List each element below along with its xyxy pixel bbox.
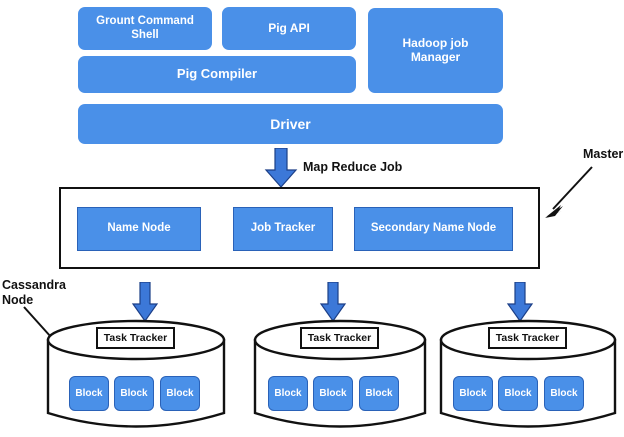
task-tracker-box-3: Task Tracker (488, 327, 567, 349)
ground-command-shell-label: Grount Command Shell (96, 15, 194, 41)
block-box-2-3: Block (359, 376, 399, 411)
block-label-1-3: Block (166, 388, 194, 399)
block-label-3-1: Block (459, 388, 487, 399)
task-tracker-label-2: Task Tracker (307, 332, 372, 344)
pig-compiler-label: Pig Compiler (176, 66, 258, 82)
task-tracker-label-3: Task Tracker (495, 332, 560, 344)
block-label-2-3: Block (365, 388, 393, 399)
task-tracker-box-1: Task Tracker (96, 327, 175, 349)
block-box-3-2: Block (498, 376, 538, 411)
name-node-label: Name Node (107, 222, 171, 235)
hadoop-job-manager-box: Hadoop job Manager (368, 8, 503, 93)
block-label-2-1: Block (274, 388, 302, 399)
pig-compiler-box: Pig Compiler (78, 56, 356, 93)
pig-api-label: Pig API (268, 20, 310, 35)
master-to-node-3-arrow-icon (506, 282, 534, 322)
job-tracker-box: Job Tracker (233, 207, 333, 251)
driver-label: Driver (270, 115, 311, 132)
cassandra-node-annotation-label: Cassandra Node (2, 278, 66, 307)
block-box-2-1: Block (268, 376, 308, 411)
secondary-name-node-box: Secondary Name Node (354, 207, 513, 251)
block-box-1-2: Block (114, 376, 154, 411)
ground-command-shell-box: Grount Command Shell (78, 7, 212, 50)
pig-api-box: Pig API (222, 7, 356, 50)
task-tracker-label-1: Task Tracker (103, 332, 168, 344)
master-to-node-2-arrow-icon (319, 282, 347, 322)
block-label-2-2: Block (319, 388, 347, 399)
map-reduce-job-label: Map Reduce Job (303, 160, 403, 174)
map-reduce-job-arrow-icon (264, 148, 298, 188)
secondary-name-node-label: Secondary Name Node (370, 222, 497, 235)
hadoop-job-manager-label: Hadoop job Manager (402, 35, 469, 64)
block-box-1-1: Block (69, 376, 109, 411)
block-label-3-2: Block (504, 388, 532, 399)
block-label-1-2: Block (120, 388, 148, 399)
job-tracker-label: Job Tracker (250, 222, 316, 235)
block-box-3-3: Block (544, 376, 584, 411)
name-node-box: Name Node (77, 207, 201, 251)
task-tracker-box-2: Task Tracker (300, 327, 379, 349)
block-box-2-2: Block (313, 376, 353, 411)
block-box-1-3: Block (160, 376, 200, 411)
master-pointer-arrow-icon (540, 165, 600, 225)
block-label-3-3: Block (550, 388, 578, 399)
block-box-3-1: Block (453, 376, 493, 411)
driver-box: Driver (78, 104, 503, 144)
master-annotation-label: Master (583, 147, 624, 161)
master-to-node-1-arrow-icon (131, 282, 159, 322)
block-label-1-1: Block (75, 388, 103, 399)
